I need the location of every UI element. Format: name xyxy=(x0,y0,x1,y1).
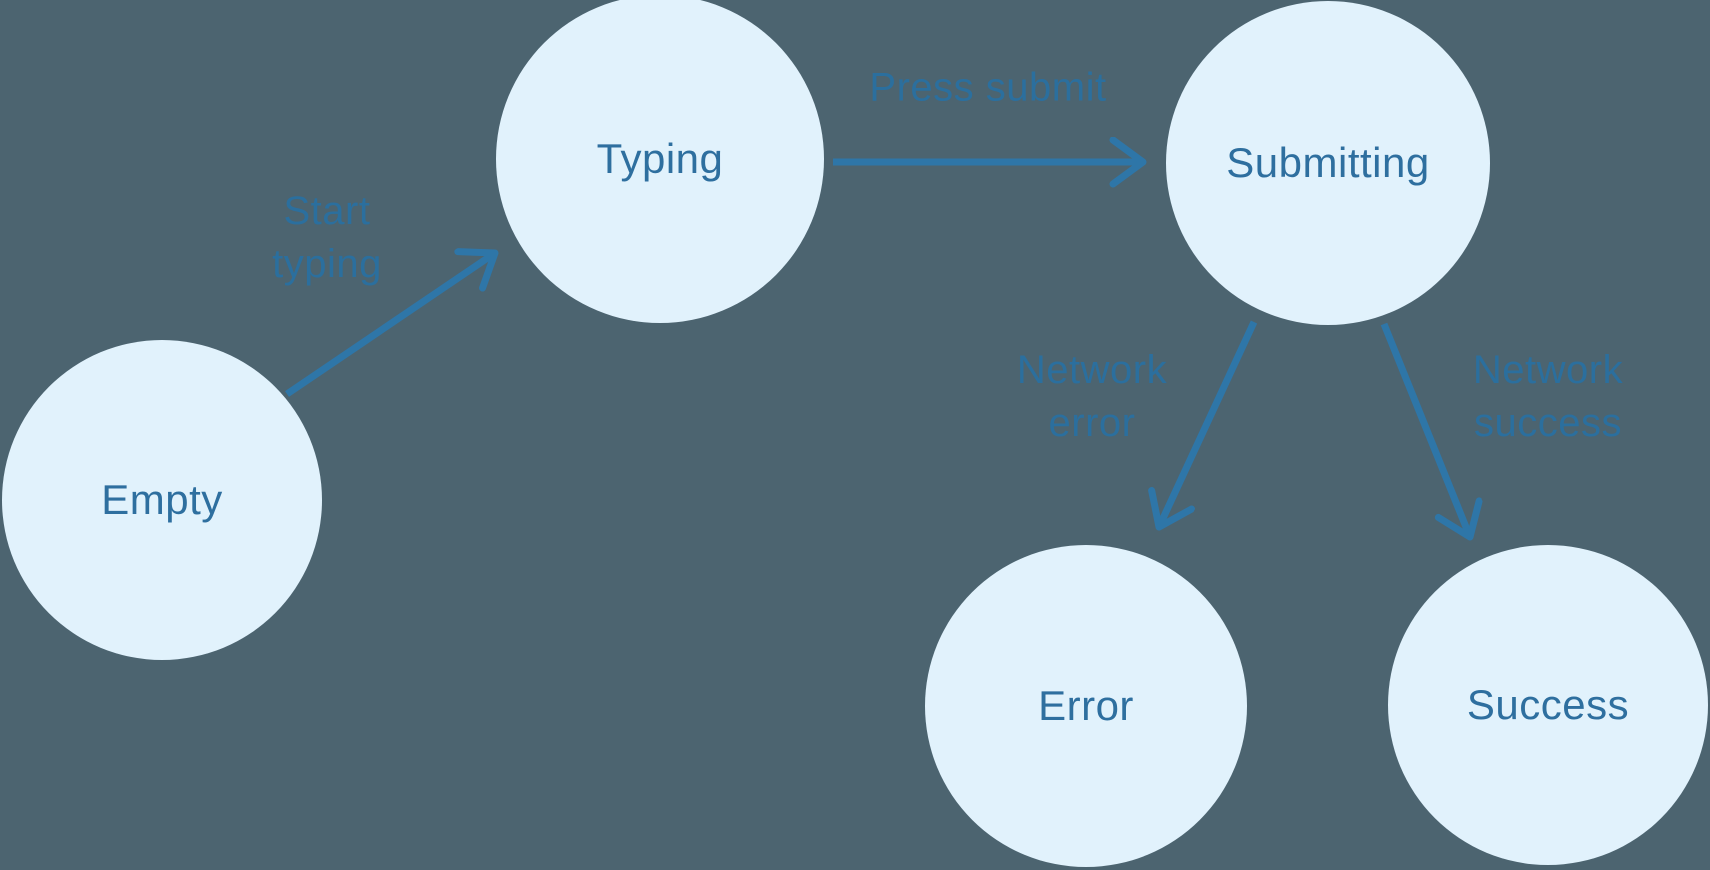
edge-arrow-start-typing xyxy=(285,253,495,397)
edge-arrow-network-error xyxy=(1159,320,1258,527)
edge-label-press-submit: Press submit xyxy=(869,65,1107,110)
state-node-error: Error xyxy=(925,545,1247,867)
state-label-typing: Typing xyxy=(596,135,724,182)
edge-label-network-success: Network success xyxy=(1472,348,1624,445)
state-label-success: Success xyxy=(1466,681,1630,728)
state-node-empty: Empty xyxy=(2,340,322,660)
state-node-typing: Typing xyxy=(496,0,824,323)
state-label-submitting: Submitting xyxy=(1226,139,1430,186)
state-label-empty: Empty xyxy=(101,476,223,523)
state-node-success: Success xyxy=(1388,545,1708,865)
state-node-submitting: Submitting xyxy=(1166,1,1490,325)
edge-label-start-typing: Start typing xyxy=(272,189,382,286)
edge-label-network-error: Network error xyxy=(1016,348,1168,445)
edge-arrow-network-success xyxy=(1380,322,1470,537)
state-label-error: Error xyxy=(1038,682,1134,729)
